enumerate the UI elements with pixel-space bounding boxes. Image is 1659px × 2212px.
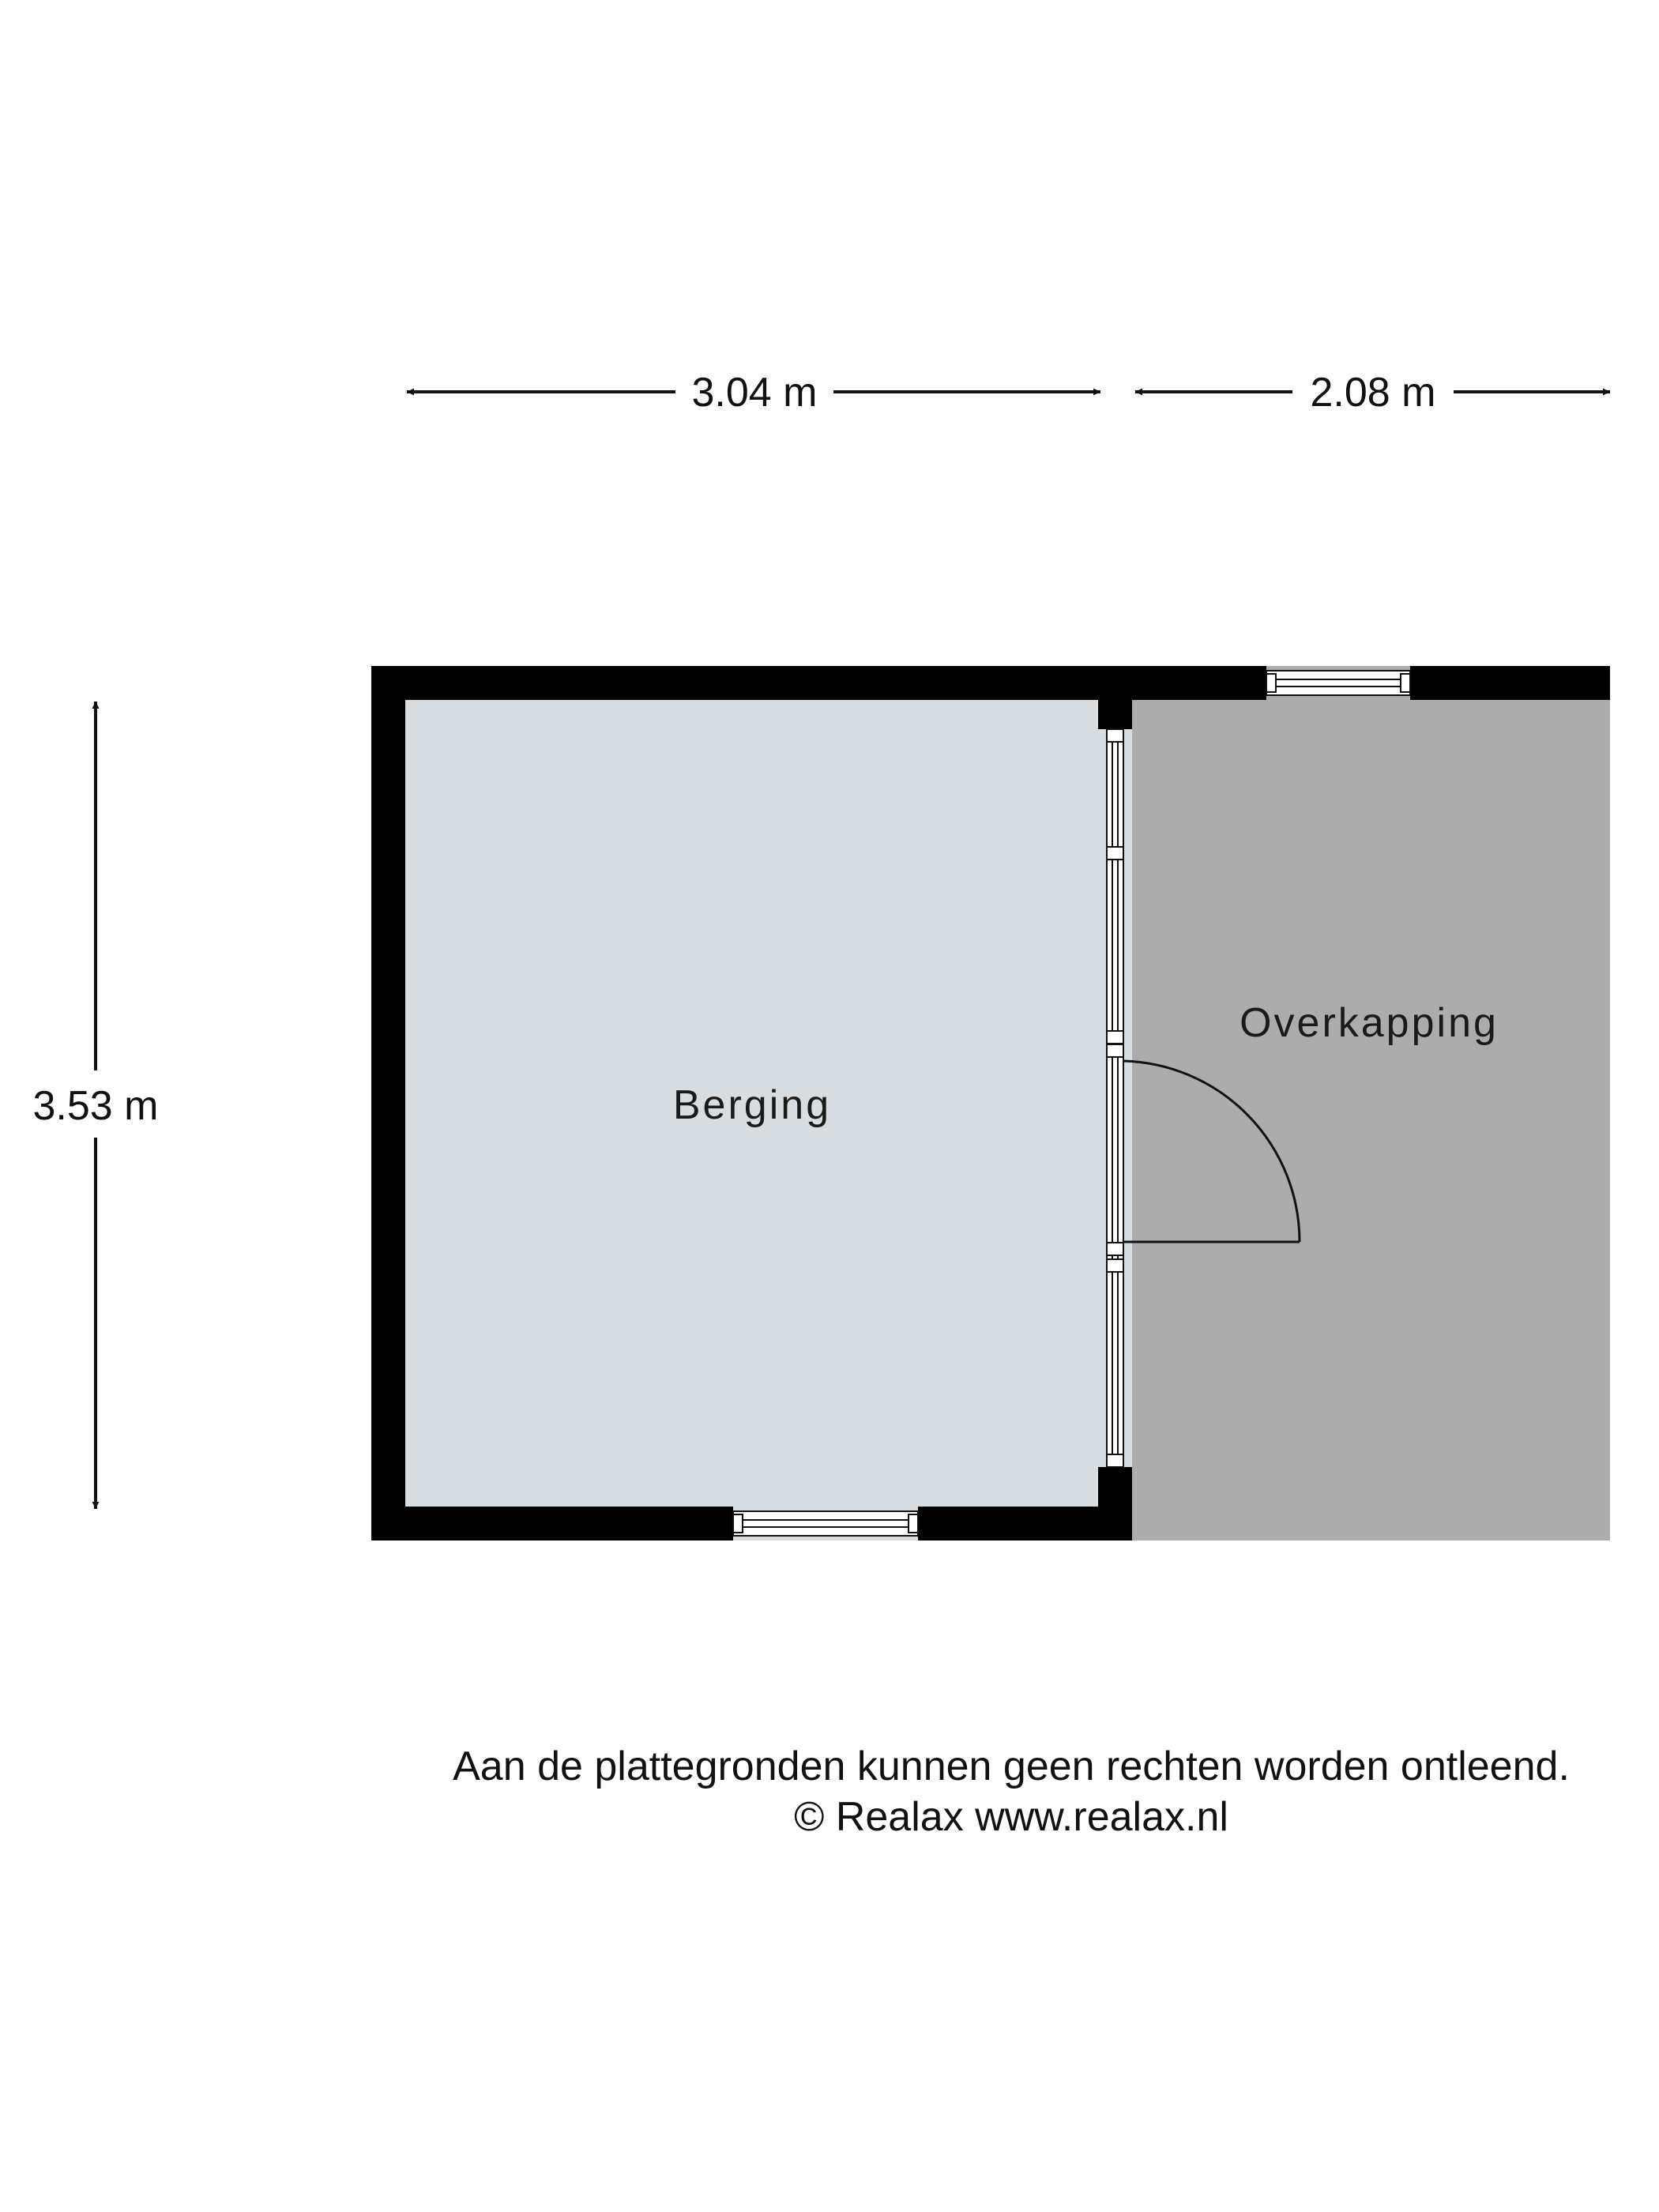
berging-floor: [371, 666, 1132, 1540]
dimension-label-width-overkapping: 2.08 m: [1311, 370, 1436, 416]
door-swing: [1123, 1059, 1301, 1243]
footer-copyright: © Realax www.realax.nl: [794, 1794, 1228, 1840]
wall-top-left: [371, 666, 1266, 700]
overkapping-floor: [1132, 666, 1610, 1540]
room-label-overkapping: Overkapping: [1240, 1000, 1499, 1046]
wall-bottom-right: [918, 1507, 1132, 1540]
window-bottom: [732, 1510, 919, 1537]
room-label-berging: Berging: [673, 1082, 831, 1128]
dimension-label-height: 3.53 m: [33, 1083, 159, 1129]
footer-disclaimer: Aan de plattegronden kunnen geen rechten…: [453, 1744, 1570, 1789]
window-top: [1266, 670, 1411, 696]
wall-divider-top: [1098, 666, 1132, 729]
dimension-height: 3.53 m: [33, 702, 159, 1509]
dimension-label-width-berging: 3.04 m: [692, 370, 818, 416]
dimension-width-berging: 3.04 m: [407, 370, 1100, 416]
dimension-width-overkapping: 2.08 m: [1135, 370, 1610, 416]
wall-left: [371, 666, 405, 1540]
door-arc: [1123, 1059, 1301, 1243]
wall-top-right: [1410, 666, 1610, 700]
walls: [371, 666, 1610, 1540]
wall-bottom-left: [371, 1507, 733, 1540]
glass-divider: [1106, 728, 1124, 1468]
wall-divider-bottom: [1098, 1467, 1132, 1540]
